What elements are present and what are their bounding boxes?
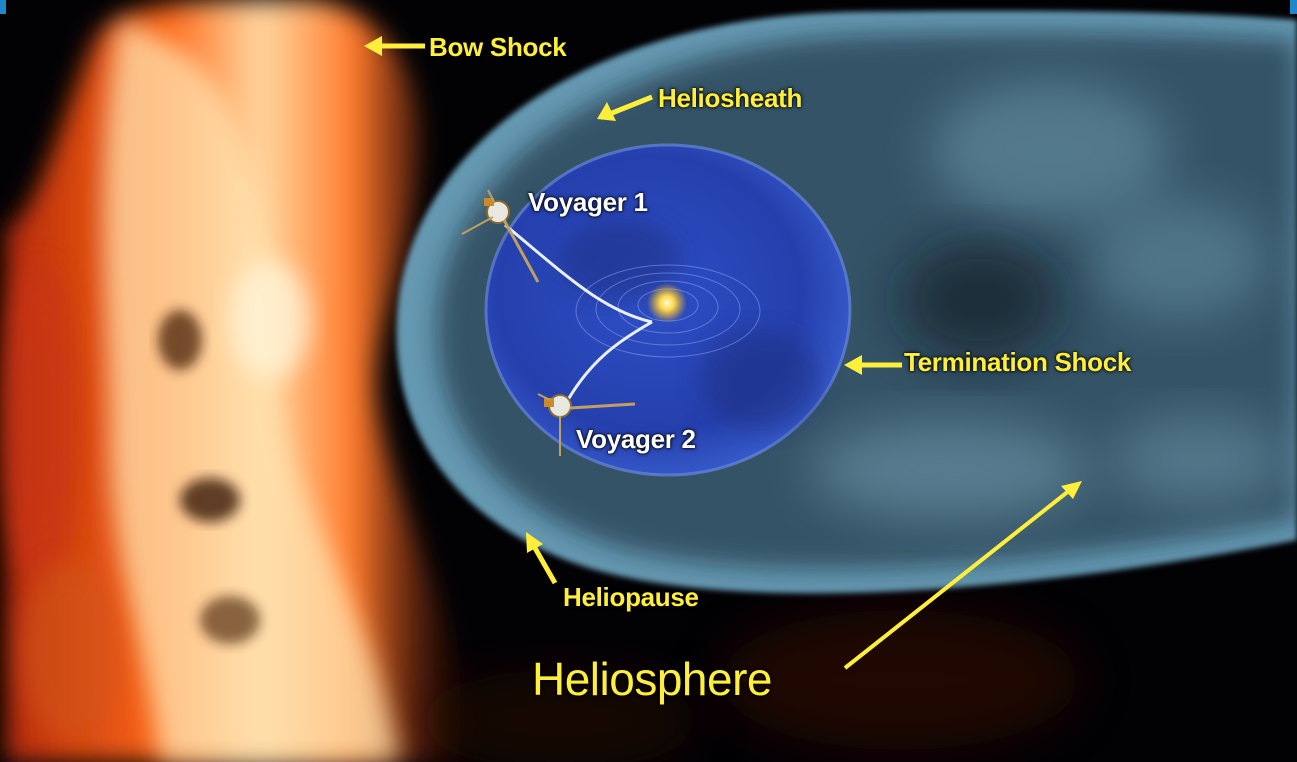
label-bow-shock: Bow Shock [429,34,566,60]
sun-icon [647,283,687,323]
label-termination-shock: Termination Shock [904,349,1131,375]
label-heliosheath: Heliosheath [658,85,802,111]
label-heliosphere: Heliosphere [532,656,772,702]
bow-shock-region [0,0,470,762]
label-voyager-1: Voyager 1 [528,189,648,215]
label-heliopause: Heliopause [563,584,699,610]
label-voyager-2: Voyager 2 [576,426,696,452]
